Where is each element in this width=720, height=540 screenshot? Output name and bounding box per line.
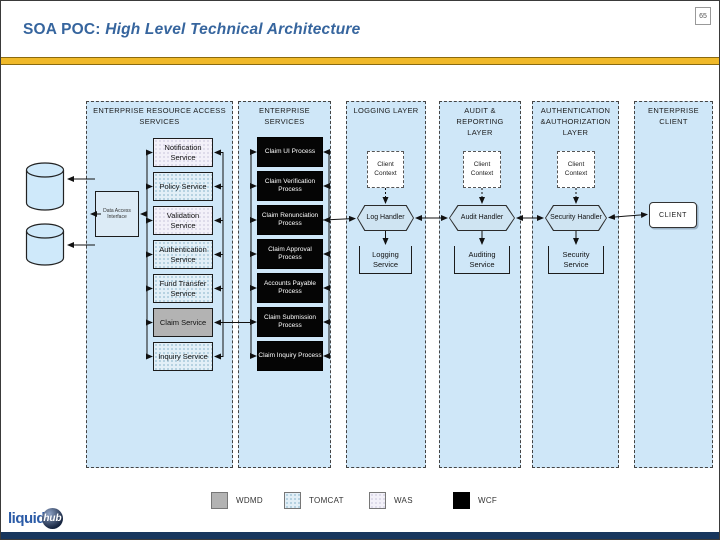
lane-header: ENTERPRISE CLIENT (648, 106, 699, 126)
legend-label: TOMCAT (309, 495, 344, 505)
legend-label: WAS (394, 495, 413, 505)
client-context-box-security: Client Context (557, 151, 595, 188)
liquidhub-logo: liquid hub (8, 508, 63, 529)
process-box-claim-renunciation: Claim Renunciation Process (257, 205, 323, 235)
process-box-claim-inquiry: Claim Inquiry Process (257, 341, 323, 371)
data-access-interface-box: Data Access Interface (95, 191, 139, 237)
audit-handler-label: Audit Handler (450, 206, 514, 230)
legend-swatch-was (369, 491, 386, 509)
log-handler-label: Log Handler (358, 206, 413, 230)
logo-globe-icon: hub (42, 508, 63, 529)
process-box-claim-approval: Claim Approval Process (257, 239, 323, 269)
security-service-box: Security Service (548, 246, 604, 274)
auditing-service-box: Auditing Service (454, 246, 510, 274)
legend-swatch-tomcat (284, 491, 301, 509)
page-number: 65 (695, 7, 711, 25)
title-italic: High Level Technical Architecture (105, 21, 361, 38)
logging-service-box: Logging Service (359, 246, 412, 274)
service-box-claim: Claim Service (153, 308, 213, 337)
legend-swatch-wcf (453, 491, 470, 509)
security-handler-label: Security Handler (546, 206, 606, 230)
lane-header: ENTERPRISE SERVICES (259, 106, 310, 126)
page-title: SOA POC: High Level Technical Architectu… (23, 21, 360, 39)
process-box-claim-verification: Claim Verification Process (257, 171, 323, 201)
process-box-accounts-payable: Accounts Payable Process (257, 273, 323, 303)
legend-item-wcf: WCF (453, 491, 497, 509)
title-prefix: SOA POC: (23, 21, 106, 38)
client-context-box-logging: Client Context (367, 151, 404, 188)
client-box: CLIENT (649, 202, 697, 228)
service-box-authentication: Authentication Service (153, 240, 213, 269)
legend-label: WCF (478, 495, 498, 505)
service-box-notification: Notification Service (153, 138, 213, 167)
service-box-validation: Validation Service (153, 206, 213, 235)
audit-handler-hexagon: Audit Handler (449, 205, 515, 231)
service-box-policy: Policy Service (153, 172, 213, 201)
process-box-claim-ui: Claim UI Process (257, 137, 323, 167)
database-cylinder-icon (25, 162, 65, 211)
lane-header: AUDIT & REPORTING LAYER (456, 106, 504, 137)
service-box-inquiry: Inquiry Service (153, 342, 213, 371)
legend-label: WDMD (236, 495, 263, 505)
legend-item-tomcat: TOMCAT (284, 491, 344, 509)
client-context-box-audit: Client Context (463, 151, 501, 188)
accent-bar (1, 57, 719, 65)
footer-bar (1, 532, 719, 539)
lane-header: LOGGING LAYER (353, 106, 419, 115)
database-cylinder-icon (25, 223, 65, 266)
legend-swatch-wdmd (211, 491, 228, 509)
log-handler-hexagon: Log Handler (357, 205, 414, 231)
legend-item-was: WAS (369, 491, 413, 509)
process-box-claim-submission: Claim Submission Process (257, 307, 323, 337)
service-box-fund-transfer: Fund Transfer Service (153, 274, 213, 303)
security-handler-hexagon: Security Handler (545, 205, 607, 231)
legend-item-wdmd: WDMD (211, 491, 263, 509)
logo-text-hub: hub (43, 513, 62, 524)
lane-header: ENTERPRISE RESOURCE ACCESS SERVICES (93, 106, 226, 126)
lane-enterprise-client: ENTERPRISE CLIENT (634, 101, 713, 468)
lane-header: AUTHENTICATION &AUTHORIZATION LAYER (540, 106, 611, 137)
logo-text-liquid: liquid (8, 510, 46, 527)
